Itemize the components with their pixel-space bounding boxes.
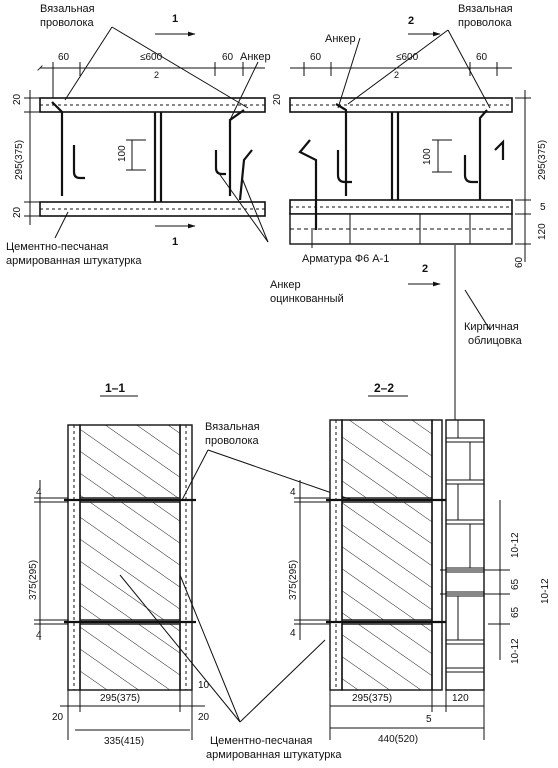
dim-r-anchor-step: 100 bbox=[422, 148, 433, 165]
section-mark-1-bottom: 1 bbox=[172, 236, 178, 248]
label-anchor-galv-2: оцинкованный bbox=[270, 293, 344, 305]
plan-right bbox=[289, 29, 531, 331]
label-rebar: Арматура Ф6 А-1 bbox=[302, 253, 389, 265]
dim-anchor-step: 100 bbox=[117, 145, 128, 162]
label-tie-wire-right-1: Вязальная bbox=[458, 3, 513, 15]
sec2-dim-core: 295(375) bbox=[352, 693, 392, 704]
section-1-1-drawing bbox=[34, 424, 205, 740]
label-tie-wire-sec-2: проволока bbox=[205, 435, 260, 447]
label-brick-facing-1: Кирпичная bbox=[464, 321, 519, 333]
section-mark-1-top: 1 bbox=[172, 13, 178, 25]
label-brick-facing-2: облицовка bbox=[468, 335, 523, 347]
plan-left bbox=[24, 26, 269, 243]
sec1-dim-face-r: 20 bbox=[198, 712, 210, 723]
section-2-2-drawing bbox=[294, 272, 510, 740]
section-1-title: 1–1 bbox=[105, 381, 125, 395]
section-2-title: 2–2 bbox=[374, 381, 394, 395]
sec2-dim-c5: 10-12 bbox=[510, 638, 521, 664]
label-tie-wire-left-2: проволока bbox=[40, 17, 95, 29]
dim-span: ≤600 bbox=[140, 52, 163, 63]
sec1-dim-t1: 4 bbox=[36, 487, 42, 498]
label-plaster-top-2: армированная штукатурка bbox=[6, 255, 142, 267]
sec1-dim-face-l: 20 bbox=[52, 712, 64, 723]
dim-r-edge-left: 60 bbox=[310, 52, 322, 63]
sec2-dim-c4: 65 bbox=[510, 606, 521, 618]
dim-core: 295(375) bbox=[14, 140, 25, 180]
sec2-dim-total: 440(520) bbox=[378, 734, 418, 745]
sec2-dim-brick: 120 bbox=[452, 693, 469, 704]
dim-face-top: 20 bbox=[12, 93, 23, 105]
dim-edge-right: 60 bbox=[222, 52, 234, 63]
label-anchor-galv-1: Анкер bbox=[270, 279, 301, 291]
label-plaster-bottom-1: Цементно-песчаная bbox=[210, 735, 312, 747]
label-plaster-top-1: Цементно-песчаная bbox=[6, 241, 108, 253]
dim-gap: 2 bbox=[154, 70, 159, 80]
label-tie-wire-sec-1: Вязальная bbox=[205, 421, 260, 433]
dim-r-bottom: 60 bbox=[514, 256, 525, 268]
label-tie-wire-left-1: Вязальная bbox=[40, 3, 95, 15]
label-tie-wire-right-2: проволока bbox=[458, 17, 513, 29]
section-mark-2-bottom: 2 bbox=[422, 263, 428, 275]
sec1-dim-h: 375(295) bbox=[28, 560, 39, 600]
dim-r-edge-right: 60 bbox=[476, 52, 488, 63]
sec2-dim-gap: 5 bbox=[426, 714, 432, 725]
sec2-dim-c3: 10-12 bbox=[540, 578, 551, 604]
dim-r-core: 295(375) bbox=[537, 140, 548, 180]
sec1-dim-total: 335(415) bbox=[104, 736, 144, 747]
label-anchor-right: Анкер bbox=[325, 33, 356, 45]
sec2-dim-t2: 4 bbox=[290, 628, 296, 639]
dim-r-gap: 2 bbox=[394, 70, 399, 80]
label-anchor-left: Анкер bbox=[240, 51, 271, 63]
dim-r-face-top: 20 bbox=[272, 93, 283, 105]
dim-r-brick: 120 bbox=[537, 223, 548, 240]
sec2-dim-t1: 4 bbox=[290, 487, 296, 498]
sec1-dim-core: 295(375) bbox=[100, 693, 140, 704]
label-plaster-bottom-2: армированная штукатурка bbox=[206, 749, 342, 761]
sec1-dim-extra: 10 bbox=[198, 680, 210, 691]
sec2-dim-c1: 10-12 bbox=[510, 532, 521, 558]
dim-edge-left: 60 bbox=[58, 52, 70, 63]
sec1-dim-t2: 4 bbox=[36, 630, 42, 641]
section-mark-2-top: 2 bbox=[408, 15, 414, 27]
sec2-dim-h: 375(295) bbox=[288, 560, 299, 600]
dim-r-span: ≤600 bbox=[396, 52, 419, 63]
dim-face-bottom: 20 bbox=[12, 206, 23, 218]
dim-r-mid: 5 bbox=[540, 202, 546, 213]
sec2-dim-c2: 65 bbox=[510, 578, 521, 590]
